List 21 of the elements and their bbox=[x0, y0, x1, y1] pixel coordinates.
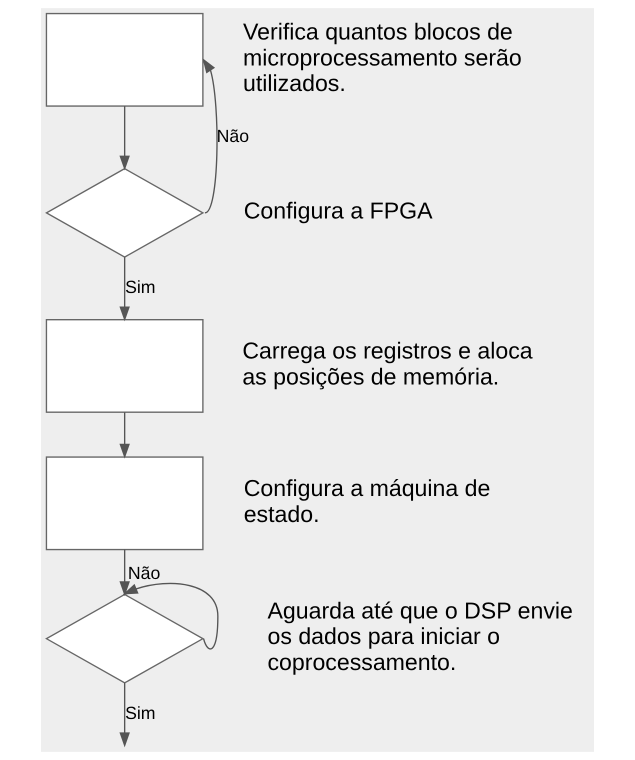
arrow bbox=[119, 412, 130, 459]
arrow bbox=[119, 682, 130, 748]
arrow bbox=[119, 106, 130, 171]
node-label: Verifica quantos blocos de microprocessamento serão utilizados. bbox=[243, 18, 522, 96]
node-label: Carrega os registros e aloca as posições de memória. bbox=[242, 338, 533, 390]
node-diamond bbox=[45, 594, 204, 684]
arrow bbox=[119, 550, 130, 596]
node-label: Configura a máquina de estado. bbox=[244, 474, 490, 527]
edge-label: Não bbox=[128, 562, 160, 583]
node-label: Aguarda até que o DSP envie os dados para iniciar o coprocessamento. bbox=[268, 597, 573, 676]
edge-label: Sim bbox=[125, 702, 156, 723]
node-box bbox=[46, 456, 204, 550]
edge-label: Não bbox=[216, 126, 250, 146]
node-box bbox=[46, 318, 204, 413]
edge-label: Sim bbox=[125, 276, 156, 297]
node-diamond bbox=[45, 168, 204, 258]
arrow bbox=[122, 582, 219, 650]
arrow bbox=[119, 257, 130, 322]
node-box bbox=[46, 12, 204, 107]
node-label: Configura a FPGA bbox=[244, 197, 433, 224]
arrow bbox=[202, 58, 218, 214]
